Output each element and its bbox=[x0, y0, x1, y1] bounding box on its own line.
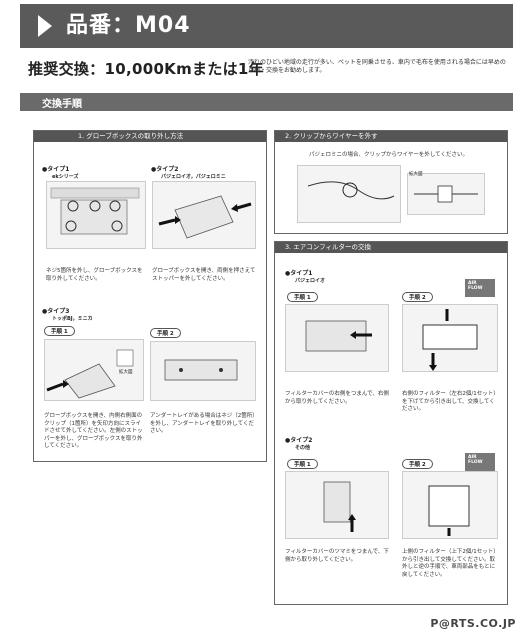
clip-slide-drawing bbox=[46, 349, 134, 399]
type3-step1-badge: 手順 1 bbox=[44, 326, 75, 336]
filter-cover-drawing bbox=[305, 320, 372, 352]
glovebox-type1-illustration bbox=[46, 181, 146, 249]
filter-type2-step2-badge: 手順 2 bbox=[402, 459, 433, 469]
filter-type2-step2-instruction: 上側のフィルター（上下2個/1セット）から引き出して交換してください。取外しと逆… bbox=[402, 549, 499, 578]
type3-step1-illustration: 拡大図 bbox=[44, 339, 144, 401]
filter-pull-drawing bbox=[422, 309, 478, 371]
type2-label: ●タイプ2 bbox=[151, 166, 179, 173]
title-bar: 品番：M04 bbox=[20, 4, 513, 48]
aircon-filter-panel: 3. エアコンフィルターの交換 ●タイプ1 パジェロイオ AIR FLOW 手順… bbox=[274, 241, 508, 605]
wire-clip-panel: 2. クリップからワイヤーを外す パジェロミニの場合、クリップからワイヤーを外し… bbox=[274, 130, 508, 234]
type1-instruction: ネジ5箇所を外し、グローブボックスを取り外してください。 bbox=[46, 268, 143, 282]
type3-step2-badge: 手順 2 bbox=[150, 328, 181, 338]
type3-models: トッポBJ，ミニカ bbox=[52, 316, 93, 322]
panel-heading: 2. クリップからワイヤーを外す bbox=[275, 131, 507, 142]
airflow-badge: AIR FLOW bbox=[465, 279, 495, 297]
wire-drawing bbox=[307, 181, 395, 200]
filter-type1-step1-instruction: フィルターカバーの右側をつまんで、右側から取り外してください。 bbox=[285, 391, 389, 405]
glovebox-removal-panel: 1. グローブボックスの取り外し方法 ●タイプ1 ekシリーズ ネジ5箇所を外し… bbox=[33, 130, 267, 462]
type1-label: ●タイプ1 bbox=[42, 166, 70, 173]
filter-type1-step1-badge: 手順 1 bbox=[287, 292, 318, 302]
filter-type1-step2-instruction: 右側のフィルター（左右2個/1セット）を下げてから引き出して、交換してください。 bbox=[402, 391, 499, 412]
filter-type1-step2-illustration bbox=[402, 304, 498, 372]
filter-type1-step2-badge: 手順 2 bbox=[402, 292, 433, 302]
section-bar: 交換手順 bbox=[20, 93, 513, 111]
filter-type2-step2-illustration bbox=[402, 471, 498, 539]
filter-type2-step1-illustration bbox=[285, 471, 389, 539]
type3-step2-illustration bbox=[150, 341, 256, 401]
zoom-label: 拡大図 bbox=[409, 172, 423, 177]
filter-type2-step1-badge: 手順 1 bbox=[287, 459, 318, 469]
wire-clip-illustration bbox=[297, 165, 401, 223]
under-tray-drawing bbox=[164, 359, 238, 381]
zoom-label: 拡大図 bbox=[119, 370, 133, 375]
panel-heading: 1. グローブボックスの取り外し方法 bbox=[34, 131, 266, 142]
type1-models: ekシリーズ bbox=[52, 174, 79, 180]
brand-logo: P@RTS.CO.JP bbox=[430, 617, 516, 630]
filter-type2-label: ●タイプ2 bbox=[285, 437, 313, 444]
filter-type2-models: その他 bbox=[295, 445, 311, 451]
type3-step2-instruction: アンダートレイがある場合はネジ（2箇所）を外し、アンダートレイを取り外してくださ… bbox=[150, 413, 256, 434]
section-title: 交換手順 bbox=[42, 99, 82, 110]
type2-instruction: グローブボックスを開き、両側を押さえてストッパーを外してください。 bbox=[152, 268, 256, 282]
airflow-badge: AIR FLOW bbox=[465, 453, 495, 471]
recommendation-note: 汚れのひどい地域の走行が多い、ペットを同乗させる、車内で毛布を使用される場合には… bbox=[248, 59, 506, 74]
wire-clip-zoom-illustration bbox=[407, 173, 485, 215]
screw-locations-drawing bbox=[50, 187, 140, 235]
filter-type1-label: ●タイプ1 bbox=[285, 270, 313, 277]
filter-type2-step1-instruction: フィルターカバーのツマミをつまんで、下側から取り外してください。 bbox=[285, 549, 389, 563]
wire-clip-instruction: パジェロミニの場合、クリップからワイヤーを外してください。 bbox=[309, 152, 469, 158]
type3-label: ●タイプ3 bbox=[42, 308, 70, 315]
filter-cover-knob-drawing bbox=[323, 481, 356, 532]
recommended-replacement: 推奨交換：10,000Kmまたは1年 bbox=[28, 60, 264, 78]
glovebox-type2-illustration bbox=[152, 181, 256, 249]
part-number-title: 品番：M04 bbox=[66, 13, 191, 38]
type3-step1-instruction: グローブボックスを開き、内側右側面のクリップ（1箇所）を矢印方向にスライドさせて… bbox=[44, 413, 143, 449]
glovebox-open-drawing bbox=[158, 195, 252, 239]
play-arrow-icon bbox=[38, 15, 52, 37]
filter-upper-drawing bbox=[428, 485, 470, 536]
type2-models: パジェロイオ，パジェロミニ bbox=[161, 174, 226, 180]
clip-zoom-drawing bbox=[414, 185, 478, 203]
filter-type1-models: パジェロイオ bbox=[295, 278, 326, 284]
panel-heading: 3. エアコンフィルターの交換 bbox=[275, 242, 507, 253]
filter-type1-step1-illustration bbox=[285, 304, 389, 372]
